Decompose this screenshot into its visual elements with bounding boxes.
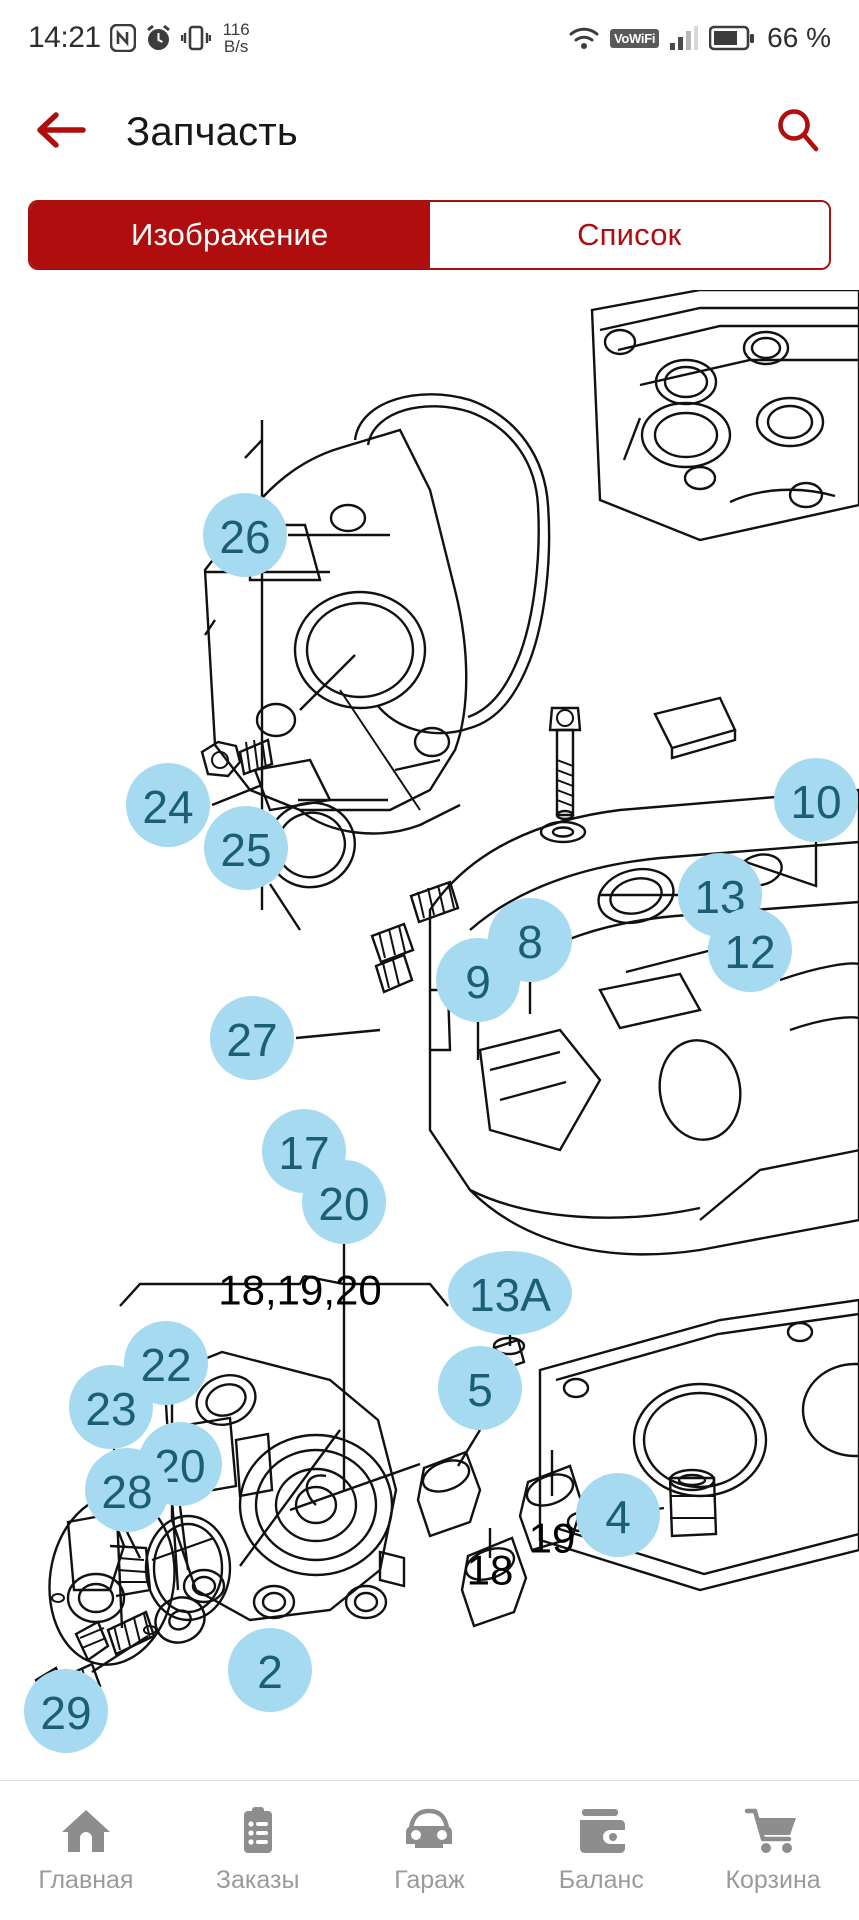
plain-text-labels: 18,19,20 18 19 [218,1267,575,1594]
back-button[interactable] [30,101,92,163]
callout-2-label: 2 [257,1646,283,1698]
app-bar: Запчасть [0,76,859,188]
vibrate-icon [180,24,211,52]
engine-block-group [428,290,859,1592]
callout-13a-label: 13A [469,1269,551,1321]
bottom-navigation-bar: Главная Заказы Гараж [0,1780,859,1920]
vowifi-badge: VoWiFi [610,28,660,48]
callout-2[interactable]: 2 [228,1628,312,1712]
nav-item-home-label: Главная [38,1866,134,1894]
status-bar-left: 14:21 116 B/s [28,21,250,55]
network-speed-indicator: 116 B/s [223,21,250,55]
home-icon [59,1806,113,1856]
callout-26[interactable]: 26 [203,493,287,577]
callout-10[interactable]: 10 [774,758,858,842]
nav-item-home[interactable]: Главная [0,1806,172,1895]
bushing-19-part [518,1464,584,1552]
nav-item-cart-label: Корзина [725,1866,821,1894]
callout-12[interactable]: 12 [708,908,792,992]
callout-22-label: 22 [140,1339,191,1391]
wifi-icon [568,24,600,52]
callout-12-label: 12 [724,926,775,978]
view-mode-tabs: Изображение Список [0,188,859,270]
timing-cover-group [203,393,551,835]
callout-24[interactable]: 24 [126,763,210,847]
callout-10-label: 10 [790,776,841,828]
search-button[interactable] [767,101,829,163]
callout-25-label: 25 [220,824,271,876]
status-bar: 14:21 116 B/s VoWiFi [0,0,859,76]
callout-29[interactable]: 29 [24,1669,108,1753]
tab-image[interactable]: Изображение [30,202,430,268]
stud-8-part [409,880,460,924]
oring-20-part [144,1514,232,1622]
alarm-icon [145,24,172,52]
nav-item-orders-label: Заказы [215,1866,300,1894]
callout-27-label: 27 [226,1014,277,1066]
callout-24-label: 24 [142,781,193,833]
screw-23-part [74,1610,156,1662]
battery-icon [709,25,755,51]
nav-item-balance-label: Баланс [558,1866,644,1894]
callout-23-label: 23 [85,1383,136,1435]
seal-4-part [668,1468,718,1538]
tab-list[interactable]: Список [429,202,829,268]
tab-group: Изображение Список [28,200,831,270]
label-19: 19 [529,1515,576,1562]
part-diagram-svg[interactable]: 26 24 25 10 13 12 [0,290,859,1780]
car-icon [399,1806,459,1856]
back-arrow-icon [35,108,87,157]
callout-4-label: 4 [605,1491,631,1543]
wallet-icon [573,1806,629,1856]
callout-26-label: 26 [219,511,270,563]
label-18-19-20: 18,19,20 [218,1267,382,1314]
clipboard-icon [231,1806,285,1856]
callout-4[interactable]: 4 [576,1473,660,1557]
leader-lines [56,420,818,1705]
network-speed-value: 116 [222,20,250,39]
cellular-signal-icon [669,25,699,51]
page-title: Запчасть [126,109,298,154]
nav-item-garage[interactable]: Гараж [344,1806,516,1895]
stud-9-part [370,922,415,994]
label-18: 18 [467,1547,514,1594]
nav-item-cart[interactable]: Корзина [687,1806,859,1895]
bushing-18-part [460,1536,528,1628]
callout-13a[interactable]: 13A [448,1251,572,1335]
search-icon [774,106,822,159]
callout-5[interactable]: 5 [438,1346,522,1430]
nav-item-orders[interactable]: Заказы [172,1806,344,1895]
callout-8-label: 8 [517,916,543,968]
callout-29-label: 29 [40,1687,91,1739]
callout-23[interactable]: 23 [69,1365,153,1449]
bushing-5-part [416,1450,482,1538]
status-bar-clock: 14:21 [28,21,101,54]
callout-9-label: 9 [465,956,491,1008]
callout-20-top[interactable]: 20 [302,1160,386,1244]
bolt-13-part [548,706,582,821]
plate-10-part [653,696,737,760]
nfc-icon [109,24,136,52]
callout-5-label: 5 [467,1364,493,1416]
status-bar-right: VoWiFi 66 % [568,22,831,54]
callout-27[interactable]: 27 [210,996,294,1080]
nav-item-balance[interactable]: Баланс [515,1806,687,1895]
callout-28[interactable]: 28 [85,1448,169,1532]
callout-25[interactable]: 25 [204,806,288,890]
callout-bubbles[interactable]: 26 24 25 10 13 12 [24,493,858,1753]
cart-icon [744,1806,802,1856]
part-diagram-viewport[interactable]: 26 24 25 10 13 12 [0,290,859,1780]
callout-28-label: 28 [101,1466,152,1518]
battery-percent-label: 66 % [767,22,831,53]
callout-9[interactable]: 9 [436,938,520,1022]
nav-item-garage-label: Гараж [394,1866,465,1894]
network-speed-unit: B/s [223,37,249,56]
callout-20-top-label: 20 [318,1178,369,1230]
